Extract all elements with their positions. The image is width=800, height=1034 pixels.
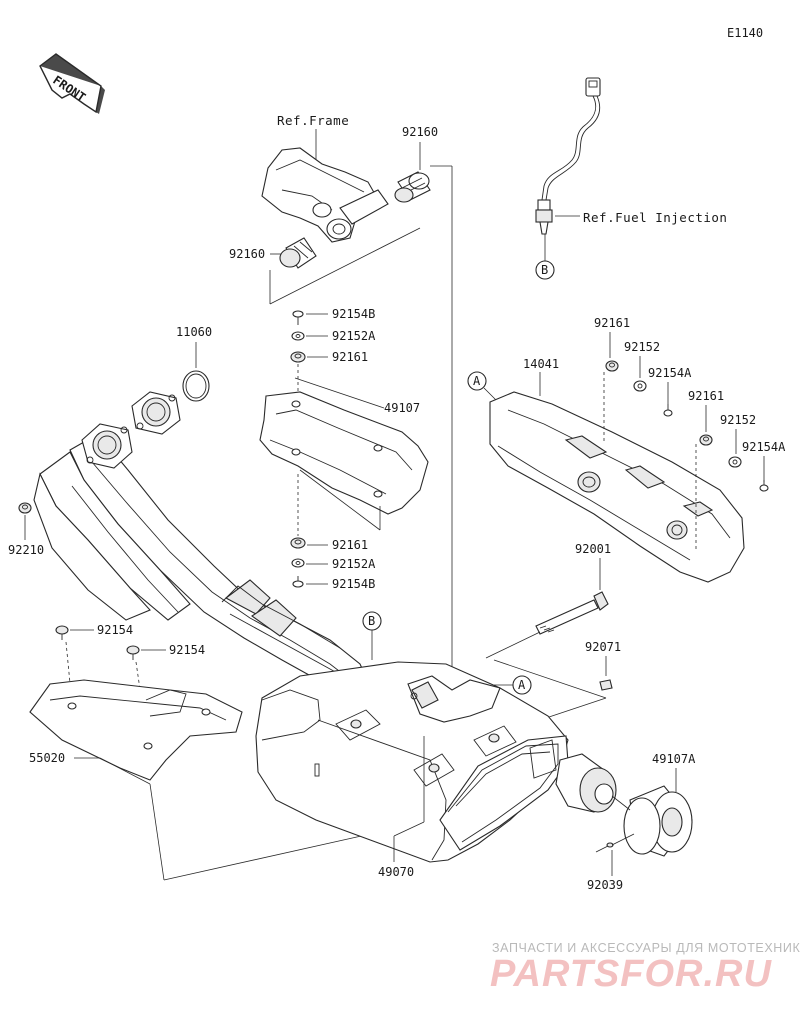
part-55020: 55020 <box>29 751 65 765</box>
part-92161-r1: 92161 <box>594 316 630 330</box>
part-92210: 92210 <box>8 543 44 557</box>
washer-92152A-bottom <box>291 558 305 568</box>
callout-a-bottom: A <box>512 675 532 695</box>
grommet-92161-bottom <box>290 537 306 549</box>
svg-text:A: A <box>518 678 526 692</box>
part-92071: 92071 <box>585 640 621 654</box>
part-92161-top: 92161 <box>332 350 368 364</box>
part-92154A-r2: 92154A <box>742 440 786 454</box>
washer-92152-r1 <box>633 380 647 392</box>
grommet-92161-r1 <box>605 360 619 372</box>
o2-sensor <box>535 77 601 235</box>
part-92154-b: 92154 <box>169 643 205 657</box>
part-92152-r2: 92152 <box>720 413 756 427</box>
frame-bracket <box>261 147 389 243</box>
part-49107: 49107 <box>384 401 420 415</box>
part-92154B-top: 92154B <box>332 307 375 321</box>
svg-text:B: B <box>541 263 548 277</box>
part-49107A: 49107A <box>652 752 696 766</box>
bolt-92154B-bottom <box>292 576 304 588</box>
clip-92071 <box>599 679 613 691</box>
bolt-92154B-top <box>292 310 304 325</box>
bolt-92154-a <box>55 625 69 640</box>
part-92152A-top: 92152A <box>332 329 376 343</box>
ref-fuel-injection-label: Ref.Fuel Injection <box>583 210 727 225</box>
part-92154-a: 92154 <box>97 623 133 637</box>
part-92152A-bottom: 92152A <box>332 557 376 571</box>
part-92154A-r1: 92154A <box>648 366 692 380</box>
part-92154B-bottom: 92154B <box>332 577 375 591</box>
end-cap-49107A <box>623 785 693 857</box>
lower-heat-shield-55020 <box>29 679 243 781</box>
diagram-code: E1140 <box>727 26 763 40</box>
header-flange-rear <box>131 391 181 435</box>
front-arrow-icon: FRONT <box>39 53 105 114</box>
grommet-92160-top <box>394 171 431 203</box>
bolt-92154A-r1 <box>663 404 673 417</box>
callout-a-top: A <box>467 371 487 391</box>
tail-pipe <box>555 753 617 813</box>
part-49070: 49070 <box>378 865 414 879</box>
callout-b-top: B <box>535 260 555 280</box>
grommet-92161-r2 <box>699 434 713 446</box>
part-14041: 14041 <box>523 357 559 371</box>
part-92160-top: 92160 <box>402 125 438 139</box>
part-92161-bottom: 92161 <box>332 538 368 552</box>
grommet-92160-left <box>279 237 317 269</box>
part-92161-r2: 92161 <box>688 389 724 403</box>
part-11060: 11060 <box>176 325 212 339</box>
muffler-49070 <box>255 661 569 863</box>
part-92001: 92001 <box>575 542 611 556</box>
part-92039: 92039 <box>587 878 623 892</box>
heat-shield-49107 <box>259 391 429 515</box>
part-92152-r1: 92152 <box>624 340 660 354</box>
watermark-tagline: ЗАПЧАСТИ И АКСЕССУАРЫ ДЛЯ МОТОТЕХНИКИ <box>492 941 800 955</box>
ref-frame-label: Ref.Frame <box>277 113 349 128</box>
bolt-92154-b <box>126 645 140 660</box>
bolt-92154A-r2 <box>759 480 769 492</box>
washer-92152-r2 <box>728 456 742 468</box>
nut-92210 <box>18 502 32 514</box>
callout-b-bottom: B <box>362 611 382 631</box>
washer-92152A-top <box>291 331 305 341</box>
muffler-cover-14041 <box>489 391 745 583</box>
svg-text:A: A <box>473 374 481 388</box>
watermark-brand: PARTSFOR.RU <box>490 953 772 995</box>
screw-92039 <box>595 842 614 853</box>
gasket-11060 <box>182 370 210 402</box>
header-flange-front <box>81 423 133 469</box>
exhaust-header-pipes <box>33 433 373 701</box>
svg-text:B: B <box>368 614 375 628</box>
grommet-92161-top <box>290 351 306 363</box>
bolt-92001 <box>535 591 609 635</box>
part-92160-left: 92160 <box>229 247 265 261</box>
